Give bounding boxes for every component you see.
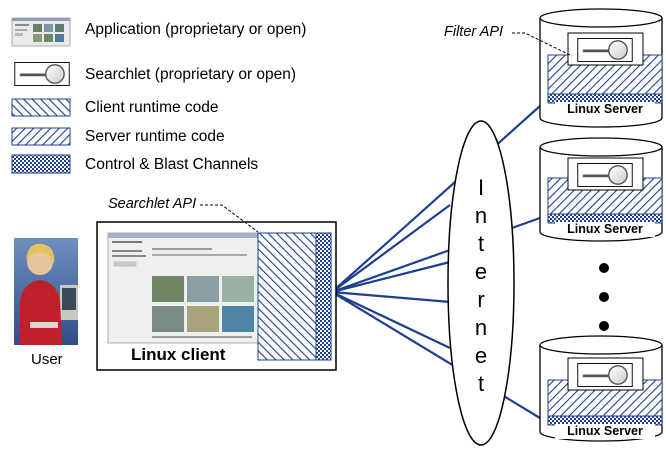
server-runtime-swatch [11,127,71,146]
magnifier-icon [576,363,634,387]
client-channel-strip [315,232,332,361]
thumbnail-image [187,306,219,332]
connection-line [331,105,541,293]
linux-client-label: Linux client [131,345,226,364]
thumbnail-image [222,276,254,302]
server-label-2: Linux Server [567,222,643,236]
internet-letter: r [477,287,485,312]
legend [11,17,71,174]
magnifier-icon [576,163,634,187]
server-label-band [555,102,655,117]
thumbnail-image [152,276,184,302]
internet-letter: I [477,175,485,200]
internet-letter: e [474,259,488,284]
thumbnail-image [187,276,219,302]
legend-searchlet-label: Searchlet (proprietary or open) [85,66,297,83]
user-label: User [31,351,63,368]
linux-server-2 [539,137,663,242]
internet-letter: t [477,371,485,396]
searchlet-api-label: Searchlet API [108,196,197,212]
legend-client-runtime-label: Client runtime code [85,99,219,116]
linux-client [96,221,337,371]
internet-letter: t [477,231,485,256]
channels-swatch [11,154,71,174]
connection-line [331,291,451,349]
legend-server-runtime-label: Server runtime code [85,128,225,145]
application-screenshot-icon [11,17,71,47]
internet-letter: n [474,203,488,228]
searchlet-icon [14,62,70,86]
internet-letter: e [474,343,488,368]
server-label-band [555,424,655,439]
internet-letter: n [474,315,488,340]
server-label-1: Linux Server [567,102,643,116]
connection-line [331,290,451,304]
client-application-window [107,232,259,344]
thumbnail-image [222,306,254,332]
client-runtime-swatch [11,98,71,117]
magnifier-icon [576,38,634,62]
thumbnail-image [152,306,184,332]
connection-line [331,291,541,419]
legend-application-label: Application (proprietary or open) [85,21,307,38]
internet-cloud [447,120,515,446]
linux-server-1 [539,8,663,128]
more-servers-ellipsis [599,263,609,331]
legend-channels-label: Control & Blast Channels [85,156,259,173]
filter-api-pointer [512,32,573,57]
network-connections [331,105,541,419]
connection-line [331,204,451,293]
user-photo [14,238,78,345]
server-label-3: Linux Server [567,424,643,438]
linux-server-3 [539,335,663,442]
connection-line [331,260,451,294]
filter-api-label: Filter API [444,24,504,40]
client-runtime-code [257,232,317,361]
searchlet-api-pointer [200,204,259,233]
server-label-band [555,222,655,237]
